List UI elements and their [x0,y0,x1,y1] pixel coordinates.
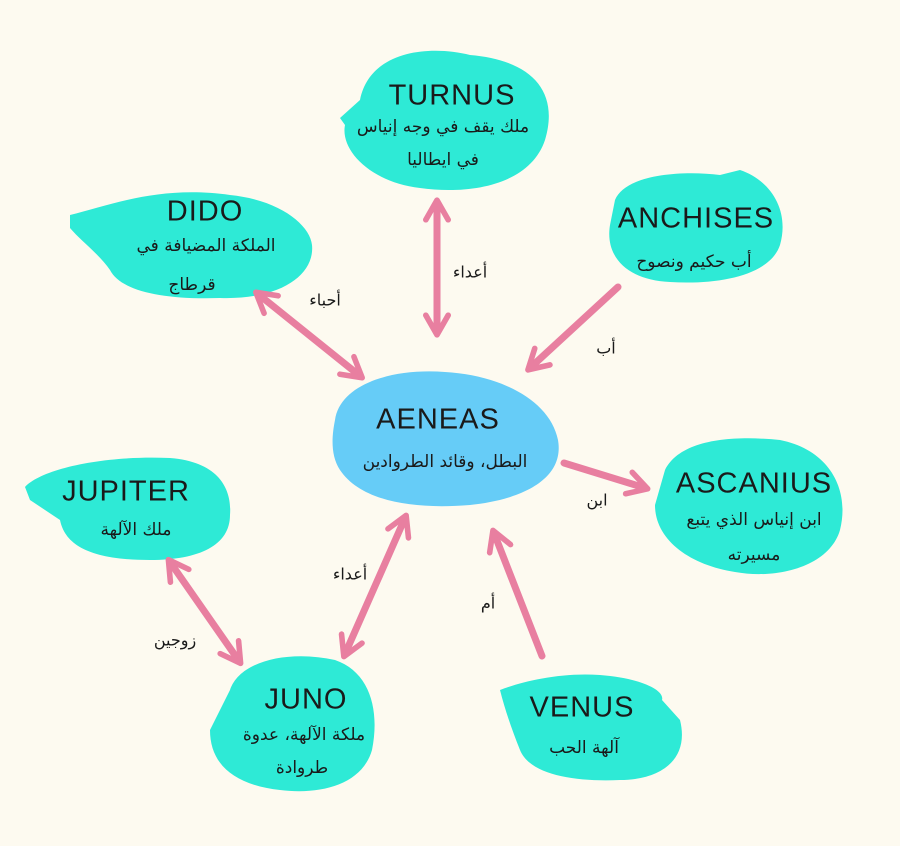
edge-label-juno-aeneas: أعداء [332,564,368,584]
edge-label-anchises-aeneas: أب [596,338,616,358]
arrow-anchises-aeneas [525,283,622,373]
jupiter-blob [25,457,231,560]
ascanius-title: ASCANIUS [675,467,833,500]
arrow-dido-aeneas [253,289,365,381]
turnus-desc-1: ملك يقف في وجه إنياس [356,117,530,137]
arrow-venus-aeneas [486,527,546,660]
edge-label-jupiter-juno: زوجين [153,630,197,650]
juno-desc-1: ملكة الآلهة، عدوة [242,725,366,745]
edge-label-dido-aeneas: أحباء [309,290,341,310]
turnus-title: TURNUS [388,79,516,112]
aeneas-title: AENEAS [376,403,500,436]
venus-blob [500,674,682,781]
juno-title: JUNO [264,683,348,716]
juno-desc-2: طروادة [275,758,329,778]
venus-title: VENUS [529,691,635,724]
dido-desc-2: قرطاج [168,275,216,295]
arrow-juno-aeneas [338,512,412,660]
dido-desc-1: الملكة المضيافة في [136,236,276,256]
dido-blob [70,192,313,299]
jupiter-desc-1: ملك الآلهة [100,520,172,540]
arrow-aeneas-ascanius [560,459,651,497]
juno-blob [210,656,375,792]
venus-desc-1: آلهة الحب [549,738,619,758]
turnus-blob [340,50,549,191]
aeneas-desc-1: البطل، وقائد الطروادين [362,452,528,472]
ascanius-desc-1: ابن إنياس الذي يتبع [686,510,822,530]
turnus-desc-2: في ايطاليا [407,150,479,170]
ascanius-blob [655,438,843,575]
jupiter-title: JUPITER [62,475,190,508]
anchises-title: ANCHISES [617,202,775,235]
ascanius-desc-2: مسيرته [727,545,781,565]
anchises-blob [609,170,783,283]
edge-label-turnus-aeneas: أعداء [452,262,488,282]
dido-title: DIDO [166,195,244,228]
edge-label-aeneas-ascanius: ابن [586,490,608,510]
edge-label-venus-aeneas: أم [480,593,496,613]
aeneas-blob [332,371,559,507]
arrow-jupiter-juno [165,556,244,667]
anchises-desc-1: أب حكيم ونصوح [636,252,752,272]
